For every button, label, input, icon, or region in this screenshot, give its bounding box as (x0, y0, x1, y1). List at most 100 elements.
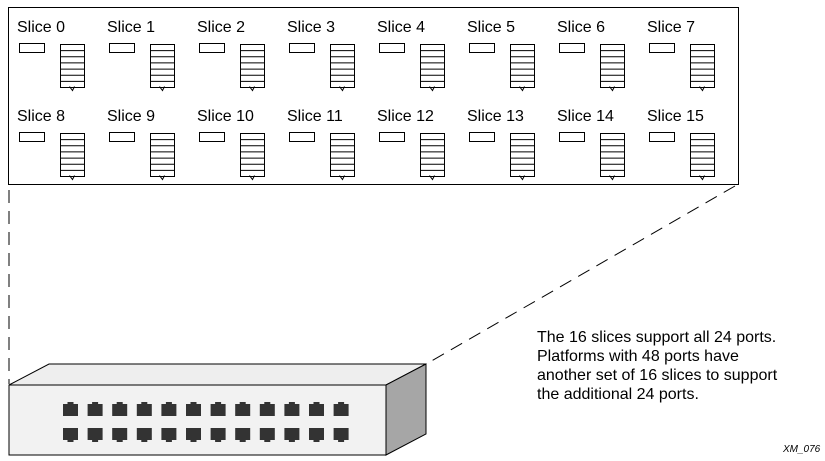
slice-label: Slice 0 (17, 19, 65, 36)
slice-register (379, 43, 405, 53)
slice-register (199, 43, 225, 53)
slice: Slice 11 (287, 108, 355, 181)
buffer-output-arrow (69, 175, 75, 181)
switch-ports (63, 402, 349, 442)
buffer-output-arrow (699, 175, 705, 181)
switch-top-face (8, 363, 427, 386)
slices-grid: Slice 0 Slice 1 Slice 2 Slice 3 Slice 4 Slice… (17, 19, 715, 181)
slice-label: Slice 1 (107, 19, 155, 36)
buffer-output-arrow (159, 86, 165, 92)
slice: Slice 0 (17, 19, 85, 92)
slice: Slice 14 (557, 108, 625, 181)
buffer-output-arrow (519, 86, 525, 92)
slice-buffer-stack (240, 44, 265, 92)
slice-register (379, 132, 405, 142)
slice-buffer-stack (330, 133, 355, 181)
ethernet-port (136, 428, 152, 442)
slice-register (289, 132, 315, 142)
slice-label: Slice 9 (107, 108, 155, 125)
slice: Slice 5 (467, 19, 535, 92)
ethernet-port (161, 428, 177, 442)
slice-register (289, 43, 315, 53)
slice-register (19, 132, 45, 142)
slice: Slice 7 (647, 19, 715, 92)
buffer-output-arrow (339, 175, 345, 181)
slice-register (199, 132, 225, 142)
ethernet-port (210, 428, 226, 442)
ethernet-port (63, 402, 78, 416)
slice-buffer-stack (690, 133, 715, 181)
slice: Slice 13 (467, 108, 535, 181)
ethernet-port (112, 428, 128, 442)
ethernet-port (235, 402, 251, 416)
slice-buffer-stack (420, 133, 445, 181)
slice-label: Slice 7 (647, 19, 695, 36)
slice-label: Slice 12 (377, 108, 434, 125)
slice: Slice 4 (377, 19, 445, 92)
slice-label: Slice 8 (17, 108, 65, 125)
slice-register (19, 43, 45, 53)
ethernet-port (309, 428, 324, 442)
slice-label: Slice 3 (287, 19, 335, 36)
slice-label: Slice 4 (377, 19, 425, 36)
buffer-output-arrow (429, 175, 435, 181)
slice-register (469, 43, 495, 53)
ethernet-port (87, 402, 103, 416)
ethernet-port (186, 428, 201, 442)
buffer-output-arrow (519, 175, 525, 181)
slice-register (469, 132, 495, 142)
slice-register (649, 43, 675, 53)
slice-buffer-stack (60, 44, 85, 92)
ethernet-port (284, 428, 300, 442)
slice: Slice 10 (197, 108, 265, 181)
buffer-output-arrow (429, 86, 435, 92)
slice-buffer-stack (150, 133, 175, 181)
ethernet-port (309, 402, 324, 416)
slice-buffer-stack (420, 44, 445, 92)
slice-buffer-stack (240, 133, 265, 181)
slice-buffer-stack (330, 44, 355, 92)
slice-register (559, 132, 585, 142)
slice-buffer-stack (150, 44, 175, 92)
ethernet-port (186, 402, 201, 416)
slice-register (649, 132, 675, 142)
ethernet-port (259, 428, 275, 442)
slice-label: Slice 11 (287, 108, 343, 125)
ethernet-port (161, 402, 177, 416)
caption-line-2: Platforms with 48 ports have (537, 348, 739, 365)
ethernet-port (333, 428, 349, 442)
slice: Slice 6 (557, 19, 625, 92)
slice-buffer-stack (600, 133, 625, 181)
slice: Slice 8 (17, 108, 85, 181)
ethernet-port (136, 402, 152, 416)
slice-register (109, 43, 135, 53)
ethernet-port (235, 428, 251, 442)
slice: Slice 9 (107, 108, 175, 181)
slice-buffer-stack (510, 44, 535, 92)
network-switch (8, 363, 427, 456)
slice-buffer-stack (600, 44, 625, 92)
ethernet-port (284, 402, 300, 416)
caption-text: The 16 slices support all 24 ports. Plat… (537, 328, 822, 404)
switch-front-face (8, 384, 387, 456)
figure-id: XM_076 (783, 444, 821, 455)
buffer-output-arrow (339, 86, 345, 92)
slice-label: Slice 2 (197, 19, 245, 36)
slice-register (109, 132, 135, 142)
slice: Slice 3 (287, 19, 355, 92)
buffer-output-arrow (249, 86, 255, 92)
ethernet-port (63, 428, 78, 442)
slice-buffer-stack (60, 133, 85, 181)
ethernet-port (112, 402, 128, 416)
caption-line-4: the additional 24 ports. (537, 386, 699, 403)
caption-line-1: The 16 slices support all 24 ports. (537, 329, 777, 346)
ethernet-port (259, 402, 275, 416)
slice: Slice 1 (107, 19, 175, 92)
caption-line-3: another set of 16 slices to support (537, 367, 778, 384)
ethernet-port (333, 402, 349, 416)
slice-label: Slice 10 (197, 108, 254, 125)
slice: Slice 2 (197, 19, 265, 92)
slice-label: Slice 14 (557, 108, 614, 125)
slice-label: Slice 15 (647, 108, 704, 125)
